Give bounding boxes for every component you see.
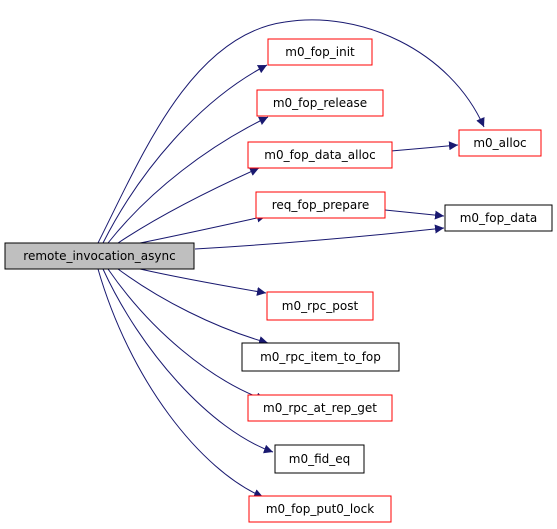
node-m0_rpc_item_to_fop-box [241,342,400,372]
node-m0_alloc-label: m0_alloc [473,136,526,150]
node-m0_rpc_item_to_fop[interactable]: m0_rpc_item_to_fop [241,342,400,372]
edge-root-to-m0_fop_data_alloc [117,167,260,244]
edge-root-to-m0_rpc_at_rep_get [107,268,266,402]
node-m0_fop_data_alloc-label: m0_fop_data_alloc [264,148,376,162]
edge-root-to-m0_alloc [97,19,485,244]
node-m0_alloc[interactable]: m0_alloc [458,129,542,157]
node-m0_fop_data-box [444,204,553,232]
node-m0_fop_release[interactable]: m0_fop_release [256,89,384,117]
node-m0_fop_put0_lock[interactable]: m0_fop_put0_lock [248,495,392,523]
node-m0_fop_init-box [267,38,373,66]
node-m0_fop_data-label: m0_fop_data [460,211,538,225]
edge-root-to-m0_fop_release [107,116,269,244]
node-m0_rpc_at_rep_get-label: m0_rpc_at_rep_get [263,401,377,415]
edge-root-to-m0_rpc_item_to_fop [117,268,269,345]
node-m0_rpc_post[interactable]: m0_rpc_post [266,291,374,321]
node-m0_fop_data_alloc-box [247,141,393,169]
node-m0_rpc_at_rep_get[interactable]: m0_rpc_at_rep_get [247,394,393,422]
node-m0_fop_init-label: m0_fop_init [285,45,355,59]
node-m0_fop_put0_lock-box [248,495,392,523]
node-root[interactable]: remote_invocation_async [4,242,195,270]
node-m0_fid_eq-label: m0_fid_eq [289,452,351,466]
node-m0_fop_release-box [256,89,384,117]
node-m0_fop_init[interactable]: m0_fop_init [267,38,373,66]
edge-m0_fop_data_alloc-to-m0_alloc [390,141,459,152]
node-m0_rpc_at_rep_get-box [247,394,393,422]
node-m0_fop_data[interactable]: m0_fop_data [444,204,553,232]
node-m0_fop_put0_lock-label: m0_fop_put0_lock [266,502,374,516]
node-root-box [4,242,195,270]
node-req_fop_prepare-box [255,191,386,219]
node-m0_rpc_item_to_fop-label: m0_rpc_item_to_fop [260,350,381,364]
edge-root-to-m0_fop_init [102,64,268,244]
edge-root-to-m0_rpc_post [139,268,267,296]
edge-root-to-m0_fid_eq [102,268,274,454]
edge-req_fop_prepare-to-m0_fop_data [384,209,445,220]
edge-root-to-req_fop_prepare [139,213,267,244]
node-m0_fid_eq-box [274,444,365,474]
node-m0_fop_release-label: m0_fop_release [273,96,367,110]
node-req_fop_prepare-label: req_fop_prepare [272,198,370,212]
node-m0_rpc_post-label: m0_rpc_post [282,299,359,313]
edges [97,19,485,498]
node-req_fop_prepare[interactable]: req_fop_prepare [255,191,386,219]
edge-root-to-m0_fop_put0_lock [97,268,264,498]
node-m0_alloc-box [458,129,542,157]
node-m0_rpc_post-box [266,291,374,321]
node-m0_fid_eq[interactable]: m0_fid_eq [274,444,365,474]
edge-root-to-m0_fop_data [194,224,445,250]
node-m0_fop_data_alloc[interactable]: m0_fop_data_alloc [247,141,393,169]
node-root-label: remote_invocation_async [23,249,175,263]
